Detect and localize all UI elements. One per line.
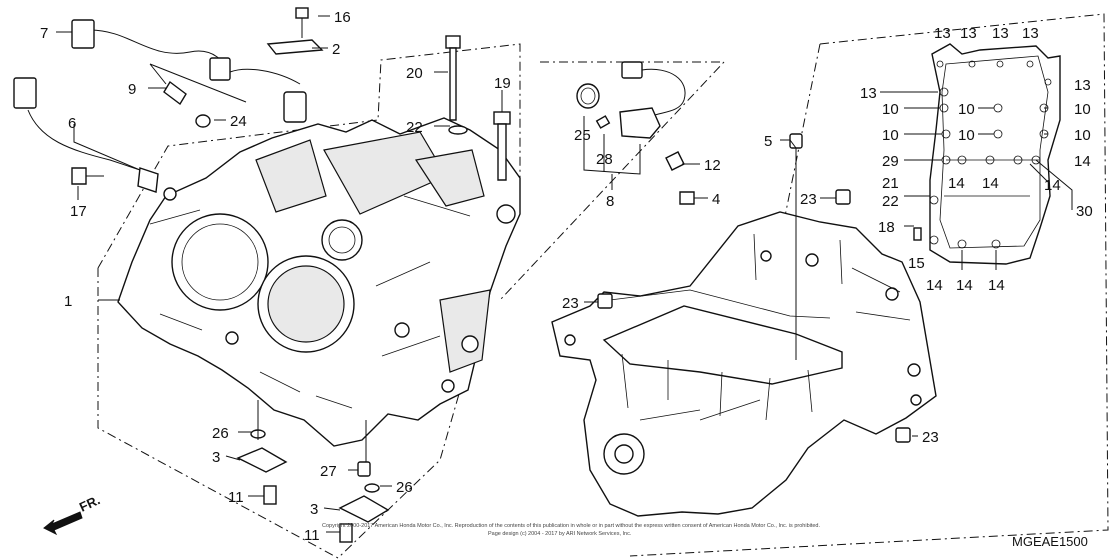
- callout-14-b: 14: [948, 175, 965, 192]
- callout-13-a: 13: [934, 25, 951, 42]
- callout-14-d: 14: [1044, 177, 1061, 194]
- leader-lines: [56, 15, 1073, 533]
- callout-labels: 1 7 16 2 9 24 6 17 20 22 19 25 28 8 12 4…: [40, 9, 1093, 544]
- callout-28: 28: [596, 151, 613, 168]
- callout-30: 30: [1076, 203, 1093, 220]
- callout-10-b: 10: [958, 101, 975, 118]
- callout-10-d: 10: [882, 127, 899, 144]
- callout-13-f: 13: [860, 85, 877, 102]
- copyright-line-1: Copyright 2000-2017 American Honda Motor…: [322, 523, 820, 529]
- copyright-line-2: Page design (c) 2004 - 2017 by ARI Netwo…: [488, 531, 632, 537]
- callout-10-a: 10: [882, 101, 899, 118]
- callout-24: 24: [230, 113, 247, 130]
- callout-2: 2: [332, 41, 340, 58]
- callout-9: 9: [128, 81, 136, 98]
- callout-25: 25: [574, 127, 591, 144]
- diagram-code: MGEAE1500: [1012, 534, 1088, 549]
- callout-12: 12: [704, 157, 721, 174]
- callout-18: 18: [878, 219, 895, 236]
- callout-8: 8: [606, 193, 614, 210]
- upper-crankcase: [117, 117, 521, 447]
- callout-11-right: 11: [304, 527, 320, 544]
- callout-19: 19: [494, 75, 511, 92]
- callout-6: 6: [68, 115, 76, 132]
- callout-13-c: 13: [992, 25, 1009, 42]
- callout-4: 4: [712, 191, 720, 208]
- callout-14-c: 14: [982, 175, 999, 192]
- callout-22: 22: [406, 119, 423, 136]
- callout-3-right: 3: [310, 501, 318, 518]
- callout-7: 7: [40, 25, 48, 42]
- callout-13-d: 13: [1022, 25, 1039, 42]
- callout-14-g: 14: [988, 277, 1005, 294]
- oil-pan-view: [913, 43, 1061, 265]
- callout-26-left: 26: [212, 425, 229, 442]
- callout-10-c: 10: [1074, 101, 1091, 118]
- callout-10-f: 10: [1074, 127, 1091, 144]
- callout-5: 5: [764, 133, 772, 150]
- callout-23-top: 23: [800, 191, 817, 208]
- callout-26-right: 26: [396, 479, 413, 496]
- front-indicator: FR.: [43, 492, 102, 536]
- callout-14-f: 14: [956, 277, 973, 294]
- callout-16: 16: [334, 9, 351, 26]
- front-arrow-icon: [43, 511, 83, 536]
- callout-17: 17: [70, 203, 87, 220]
- callout-21: 21: [882, 175, 899, 192]
- callout-29: 29: [882, 153, 899, 170]
- callout-14-a: 14: [1074, 153, 1091, 170]
- small-parts: [13, 7, 911, 543]
- front-label: FR.: [77, 492, 102, 514]
- callout-13-b: 13: [960, 25, 977, 42]
- lower-crankcase: [551, 211, 937, 517]
- callout-27: 27: [320, 463, 337, 480]
- callout-22-right: 22: [882, 193, 899, 210]
- callout-13-e: 13: [1074, 77, 1091, 94]
- callout-15: 15: [908, 255, 925, 272]
- callout-11-left: 11: [228, 489, 244, 506]
- callout-3-left: 3: [212, 449, 220, 466]
- callout-10-e: 10: [958, 127, 975, 144]
- callout-14-e: 14: [926, 277, 943, 294]
- callout-23-right: 23: [922, 429, 939, 446]
- callout-20: 20: [406, 65, 423, 82]
- callout-1: 1: [64, 293, 72, 310]
- callout-23-left: 23: [562, 295, 579, 312]
